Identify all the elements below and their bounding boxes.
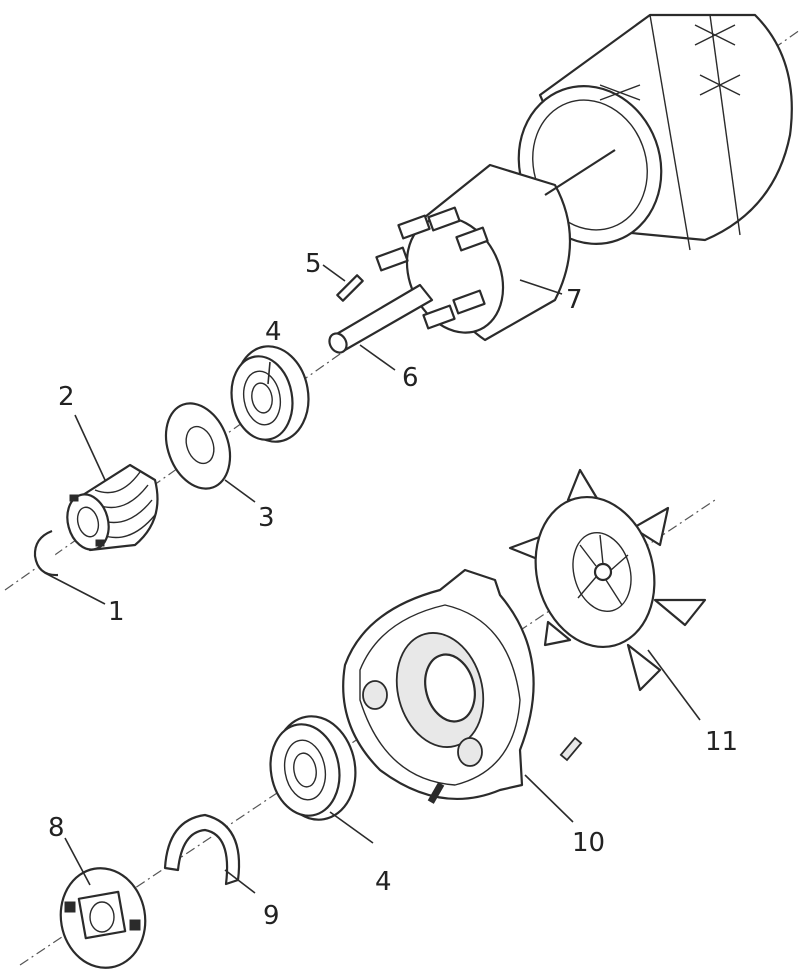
spring-clip-9 (163, 813, 241, 886)
leader-8 (64, 837, 91, 886)
leader-4a (267, 361, 271, 385)
leader-5 (322, 264, 346, 282)
callout-4-lower: 4 (375, 867, 392, 897)
circlip-1 (33, 529, 59, 577)
rotor-7 (375, 149, 616, 342)
leader-11 (647, 649, 701, 721)
shaft-6 (328, 283, 434, 354)
leader-6 (359, 344, 396, 371)
leader-9 (224, 869, 256, 894)
key-5 (336, 274, 364, 302)
callout-11: 11 (705, 727, 738, 757)
callout-4-upper: 4 (265, 317, 282, 347)
leader-10 (524, 774, 574, 823)
callout-1: 1 (108, 597, 125, 627)
callout-3: 3 (258, 503, 275, 533)
callout-2: 2 (58, 382, 75, 412)
fan-11 (508, 468, 707, 692)
bolt-right (559, 736, 583, 762)
leader-3 (224, 479, 256, 503)
callout-7: 7 (566, 285, 583, 315)
callout-8: 8 (48, 813, 65, 843)
callout-9: 9 (263, 901, 280, 931)
washer-3 (164, 402, 232, 490)
bolt-left (427, 782, 445, 804)
callout-10: 10 (572, 828, 605, 858)
leader-7 (519, 279, 563, 295)
leader-2 (74, 414, 106, 481)
bearing-4-upper (230, 345, 310, 443)
commutator-8 (59, 867, 147, 969)
bearing-4-lower (269, 715, 357, 821)
worm-gear-2 (66, 463, 159, 552)
end-shield-10 (342, 568, 535, 800)
callout-5: 5 (305, 249, 322, 279)
leader-1 (44, 572, 106, 605)
leader-4b (329, 811, 374, 844)
callout-6: 6 (402, 363, 419, 393)
